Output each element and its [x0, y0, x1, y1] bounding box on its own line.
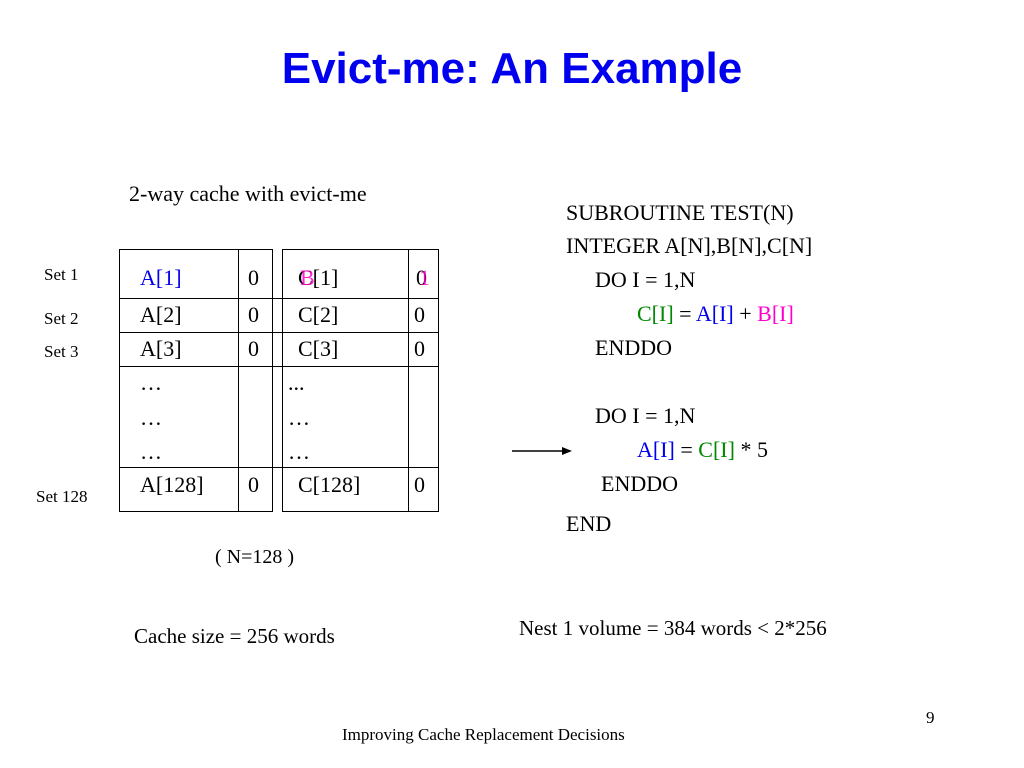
slide-title: Evict-me: An Example: [281, 44, 743, 93]
right-way-bit-1-overwrite: 1: [419, 265, 430, 290]
right-way-bit-1: 0: [416, 265, 427, 290]
left-way-row-1: A[1]: [140, 265, 182, 290]
code-line-assign-c: C[I] = A[I] + B[I]: [637, 301, 794, 327]
right-way-ellipsis-3: …: [288, 439, 310, 464]
set-label-2: Set 2: [44, 309, 79, 328]
page-number: 9: [926, 708, 935, 727]
code-line-enddo-2: ENDDO: [601, 471, 678, 496]
code-token-times: * 5: [734, 437, 768, 462]
left-way-ellipsis-2: …: [140, 405, 162, 430]
code-token-a: A[I]: [695, 301, 734, 326]
right-way-ellipsis-2: …: [288, 405, 310, 430]
code-token-c2: C[I]: [698, 437, 735, 462]
set-label-1: Set 1: [44, 265, 79, 284]
code-line-enddo-1: ENDDO: [595, 335, 672, 360]
code-line-do-2: DO I = 1,N: [595, 403, 696, 428]
code-line-subroutine: SUBROUTINE TEST(N): [566, 200, 794, 225]
right-way-ellipsis-1: ...: [288, 370, 305, 395]
volume-note: Nest 1 volume = 384 words < 2*256: [519, 616, 827, 640]
slide-footer: Improving Cache Replacement Decisions: [342, 725, 625, 744]
right-way-row-3: C[3]: [298, 336, 339, 361]
cache-size-note: Cache size = 256 words: [134, 624, 335, 648]
code-token-eq: =: [673, 301, 696, 326]
n-note: ( N=128 ): [215, 546, 295, 568]
code-token-eq2: =: [674, 437, 699, 462]
right-way-row-1-overwrite: B: [300, 265, 315, 290]
left-way-ellipsis-1: …: [140, 370, 162, 395]
left-way-row-128: A[128]: [140, 472, 204, 497]
code-line-integer: INTEGER A[N],B[N],C[N]: [566, 233, 813, 258]
right-way-bit-3: 0: [414, 336, 425, 361]
right-way-row-2: C[2]: [298, 302, 339, 327]
left-way-ellipsis-3: …: [140, 439, 162, 464]
left-way-row-2: A[2]: [140, 302, 182, 327]
right-way-bit-128: 0: [414, 472, 425, 497]
code-line-end: END: [566, 511, 612, 536]
code-token-b: B[I]: [757, 301, 794, 326]
right-way-row-128: C[128]: [298, 472, 361, 497]
code-token-plus: +: [733, 301, 758, 326]
code-line-assign-a: A[I] = C[I] * 5: [637, 437, 768, 463]
left-way-bit-2: 0: [248, 302, 259, 327]
left-way-row-3: A[3]: [140, 336, 182, 361]
code-token-a2: A[I]: [637, 437, 675, 462]
current-statement-arrow-icon: [512, 447, 572, 455]
right-way-bit-2: 0: [414, 302, 425, 327]
left-way-bit-3: 0: [248, 336, 259, 361]
code-line-do-1: DO I = 1,N: [595, 267, 696, 292]
right-way-row-1: C[1]: [298, 265, 339, 290]
left-way-bit-1: 0: [248, 265, 259, 290]
set-label-3: Set 3: [44, 342, 79, 361]
code-token-c: C[I]: [637, 301, 674, 326]
cache-caption: 2-way cache with evict-me: [129, 181, 367, 206]
set-label-128: Set 128: [36, 487, 88, 506]
left-way-bit-128: 0: [248, 472, 259, 497]
